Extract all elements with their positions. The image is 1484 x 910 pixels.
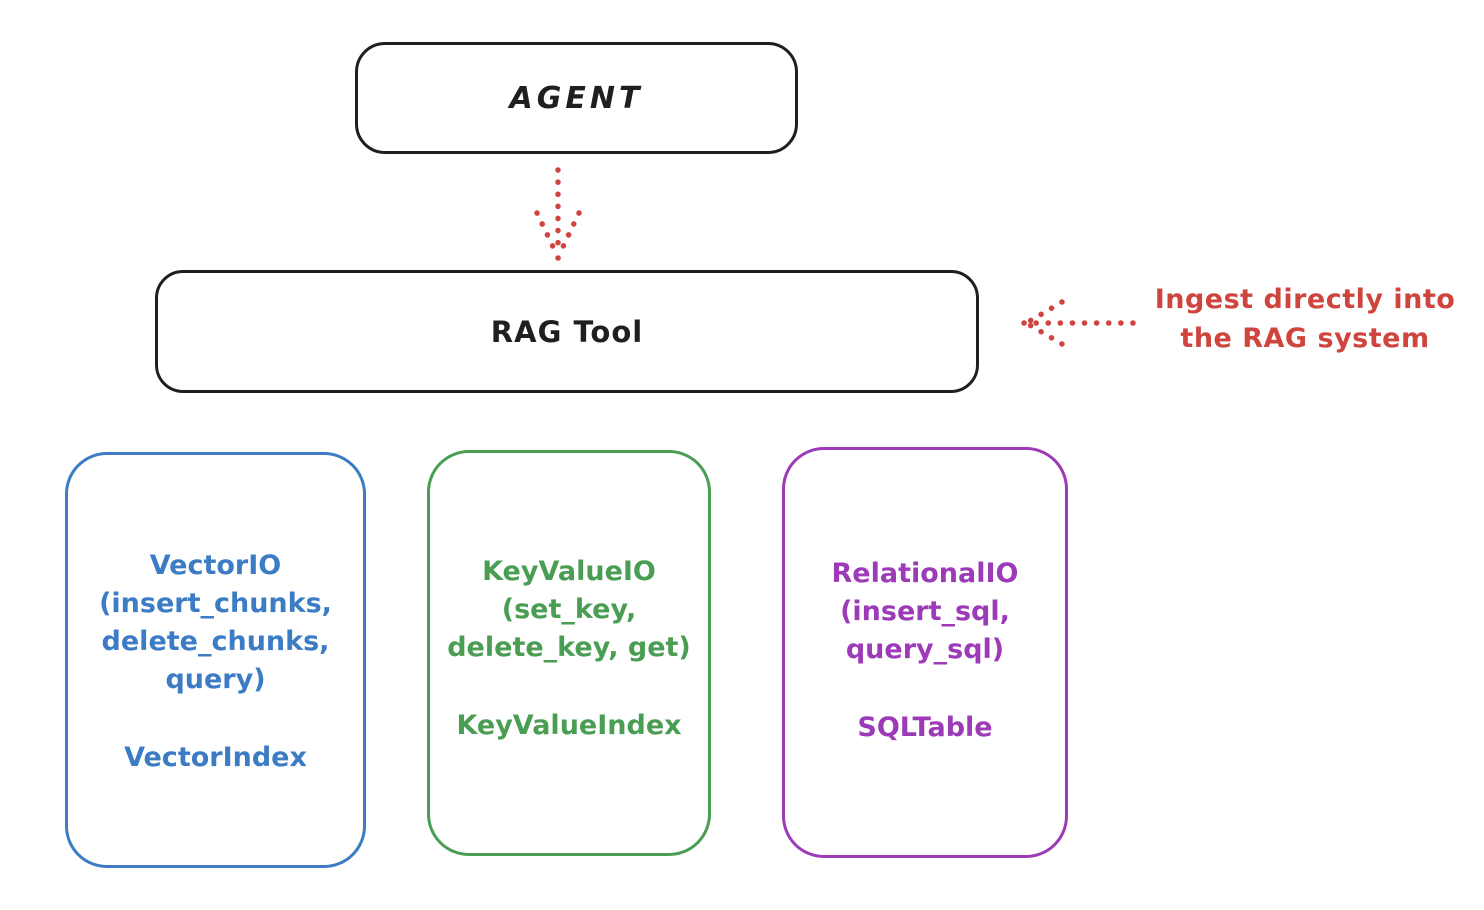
agent-label: AGENT <box>509 80 644 116</box>
io-line: (set_key, <box>501 594 637 625</box>
vector-io-box: VectorIO (insert_chunks, delete_chunks, … <box>65 452 366 868</box>
rag-tool-box: RAG Tool <box>155 270 979 393</box>
io-line: KeyValueIO <box>482 556 656 587</box>
relational-io-box: RelationalIO (insert_sql, query_sql) SQL… <box>782 447 1068 858</box>
vector-index-label: VectorIndex <box>124 742 307 773</box>
keyvalue-io-signature: KeyValueIO (set_key, delete_key, get) <box>447 553 691 667</box>
ingest-annotation-line1: Ingest directly into <box>1154 284 1456 315</box>
io-line: query) <box>165 664 266 695</box>
ingest-annotation: Ingest directly into the RAG system <box>1135 280 1475 358</box>
io-line: delete_chunks, <box>101 626 330 657</box>
ingest-annotation-line2: the RAG system <box>1180 323 1430 354</box>
vector-io-signature: VectorIO (insert_chunks, delete_chunks, … <box>99 547 332 699</box>
ingest-arrow <box>1021 299 1136 347</box>
io-line: (insert_sql, <box>840 596 1010 627</box>
io-line: VectorIO <box>149 550 282 581</box>
io-line: query_sql) <box>845 634 1005 665</box>
relational-io-signature: RelationalIO (insert_sql, query_sql) <box>832 555 1019 669</box>
sqltable-label: SQLTable <box>857 712 993 743</box>
agent-box: AGENT <box>355 42 798 154</box>
agent-to-ragtool-arrow <box>534 167 582 261</box>
rag-tool-label: RAG Tool <box>490 314 644 349</box>
keyvalue-io-box: KeyValueIO (set_key, delete_key, get) Ke… <box>427 450 711 856</box>
io-line: RelationalIO <box>831 558 1019 589</box>
io-line: (insert_chunks, <box>99 588 332 619</box>
keyvalue-index-label: KeyValueIndex <box>456 710 682 741</box>
io-line: delete_key, get) <box>447 632 691 663</box>
